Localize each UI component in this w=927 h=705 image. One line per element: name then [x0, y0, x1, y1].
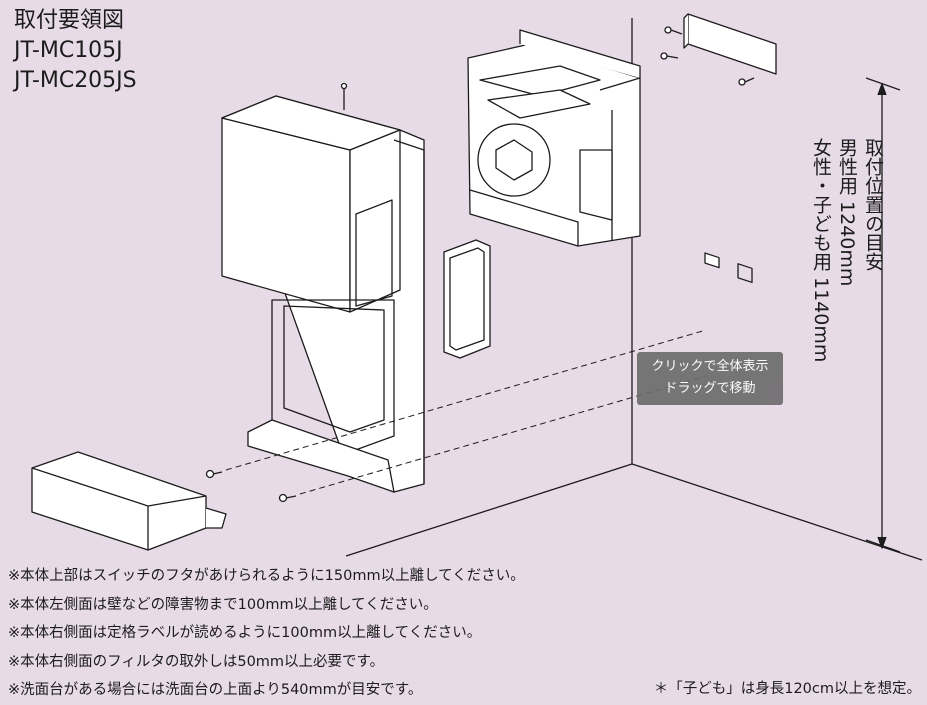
note-right-clearance: ※本体右側面は定格ラベルが読めるように100mm以上離してください。 — [8, 625, 482, 641]
motor-unit — [467, 29, 641, 247]
note-left-clearance: ※本体左側面は壁などの障害物まで100mm以上離してください。 — [8, 596, 438, 613]
install-height-men: 男性用 1240mm — [836, 138, 858, 287]
bracket-screws — [660, 26, 755, 86]
diagram-title-block: 取付要領図 JT-MC105J JT-MC205JS — [14, 6, 137, 96]
height-dimension-line — [865, 77, 901, 553]
zoom-tooltip[interactable]: クリックで全体表示 ドラッグで移動 — [637, 352, 783, 405]
diagram-title: 取付要領図 — [14, 8, 125, 33]
tooltip-click-hint: クリックで全体表示 — [651, 359, 769, 374]
model-number-1: JT-MC105J — [14, 38, 123, 63]
drip-tray — [31, 451, 227, 551]
install-height-heading: 取付位置の目安 — [862, 138, 884, 271]
model-number-2: JT-MC205JS — [14, 68, 137, 93]
install-height-women-children: 女性・子ども用 1140mm — [810, 138, 832, 363]
child-height-note: ＊「子ども」は身長120cm以上を想定。 — [653, 681, 921, 697]
note-washbasin-height: ※洗面台がある場合には洗面台の上面より540mmが目安です。 — [8, 682, 423, 698]
installation-notes: ※本体上部はスイッチのフタがあけられるように150mm以上離してください。 ※本… — [8, 562, 525, 705]
wall-bracket — [683, 13, 777, 284]
note-top-clearance: ※本体上部はスイッチのフタがあけられるように150mm以上離してください。 — [8, 568, 525, 584]
note-filter-clearance: ※本体右側面のフィルタの取外しは50mm以上必要です。 — [8, 653, 385, 670]
tooltip-drag-hint: ドラッグで移動 — [664, 381, 756, 396]
mounting-screws — [205, 469, 297, 503]
install-height-label: 取付位置の目安 男性用 1240mm 女性・子ども用 1140mm — [808, 138, 886, 362]
filter-panel — [443, 239, 491, 359]
dryer-body — [221, 95, 425, 493]
